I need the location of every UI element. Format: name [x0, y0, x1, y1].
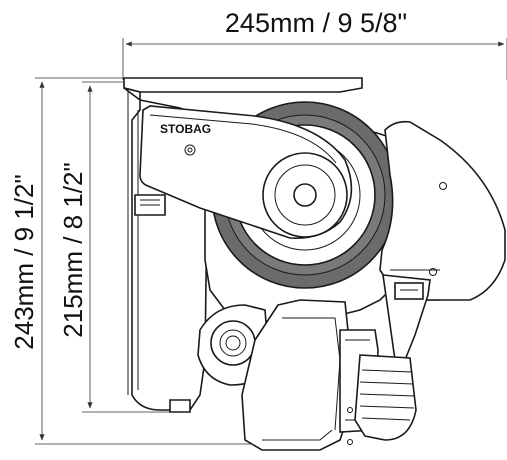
height-inner-label: 215mm / 8 1/2" [58, 162, 88, 337]
brand-label: STOBAG [160, 122, 211, 136]
right-cover [379, 120, 506, 301]
width-label: 245mm / 9 5/8" [225, 8, 407, 38]
cable-gland [354, 274, 431, 441]
motor-arm: STOBAG [139, 105, 353, 239]
width-dimension: 245mm / 9 5/8" [122, 8, 507, 80]
height-inner-dimension: 215mm / 8 1/2" [58, 81, 180, 413]
height-total-label: 243mm / 9 1/2" [9, 174, 39, 349]
height-total-dimension: 243mm / 9 1/2" [9, 77, 270, 445]
